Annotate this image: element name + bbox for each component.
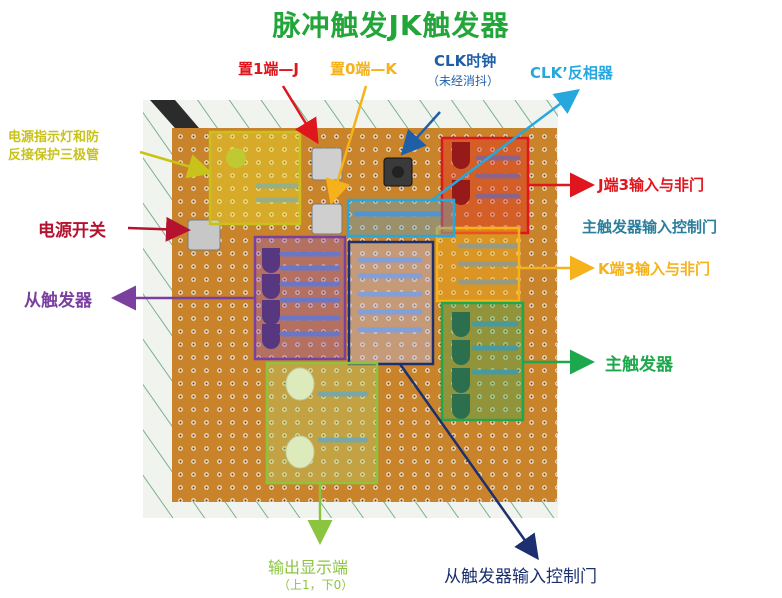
arrow-set1-j xyxy=(281,85,319,145)
label-k-nand: K端3输入与非门 xyxy=(598,260,711,278)
label-clk-inverter: CLK’反相器 xyxy=(530,64,613,82)
label-j-nand: J端3输入与非门 xyxy=(598,176,705,194)
label-set1-j: 置1端—J xyxy=(238,60,300,78)
arrow-clk xyxy=(400,111,441,156)
label-set0-k: 置0端—K xyxy=(330,60,398,78)
label-power-indicator-line2: 反接保护三极管 xyxy=(8,148,100,163)
region-j-nand xyxy=(440,136,530,235)
region-master-ff xyxy=(440,301,525,422)
arrow-power-switch xyxy=(127,216,191,242)
label-output: 输出显示端 xyxy=(268,558,349,577)
label-power-switch: 电源开关 xyxy=(38,221,106,241)
page-title: 脉冲触发JK触发器 xyxy=(272,9,510,42)
label-clk-note: （未经消抖） xyxy=(427,74,500,88)
label-slave-ff: 从触发器 xyxy=(24,291,92,311)
label-slave-ctrl: 从触发器输入控制门 xyxy=(444,567,597,587)
label-master-ff: 主触发器 xyxy=(605,355,673,375)
output-led-bottom xyxy=(285,435,315,469)
region-clk-inverter xyxy=(346,198,456,238)
region-power-indicator xyxy=(208,130,302,226)
resistors xyxy=(255,155,521,443)
power-led-component xyxy=(226,148,246,168)
output-led-top xyxy=(285,367,315,401)
arrow-power-indicator xyxy=(139,150,213,179)
label-power-indicator: 电源指示灯和防 xyxy=(8,130,100,145)
button-k-component xyxy=(311,203,343,235)
region-k-nand xyxy=(435,226,521,303)
region-output xyxy=(265,361,379,485)
label-output-note: （上1，下0） xyxy=(278,578,354,592)
arrow-set0-k xyxy=(325,85,368,205)
label-clk: CLK时钟 xyxy=(434,52,497,70)
label-master-ctrl: 主触发器输入控制门 xyxy=(582,218,718,236)
button-j-component xyxy=(311,147,343,181)
region-slave-ff xyxy=(253,235,347,361)
arrow-slave-ctrl xyxy=(398,363,539,561)
arrow-clk-inverter xyxy=(431,89,580,201)
region-slave-ctrl xyxy=(347,240,435,366)
